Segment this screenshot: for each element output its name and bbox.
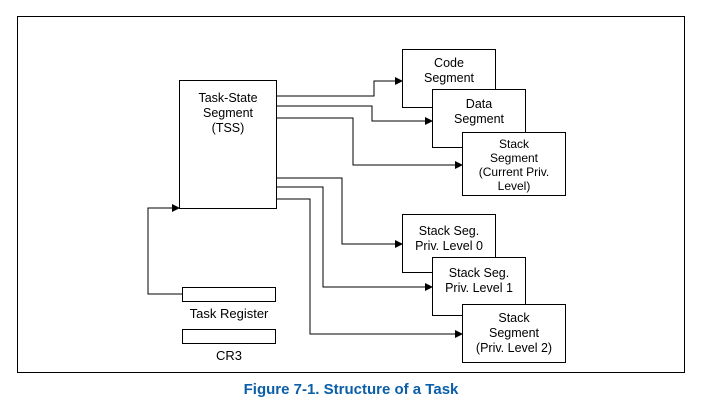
arrow-to-stack-pl0 [276, 177, 403, 248]
data-segment-line2: Segment [453, 112, 505, 126]
stack-pl0-line1: Stack Seg. [418, 224, 480, 238]
arrow-to-code-segment [276, 77, 403, 97]
stack-segment-current-box: Stack Segment (Current Priv. Level) [462, 132, 566, 196]
tss-label-line1: Task-State [198, 91, 258, 105]
stack-pl2-line1: Stack [498, 311, 530, 325]
stack-pl0-line2: Priv. Level 0 [415, 239, 483, 253]
code-segment-line1: Code [434, 56, 464, 70]
tss-box: Task-State Segment (TSS) [179, 80, 277, 209]
stack-current-line3: (Current Priv. [478, 165, 550, 179]
arrow-task-register-to-tss [147, 204, 182, 295]
code-segment-line2: Segment [423, 71, 475, 85]
arrow-to-data-segment [276, 105, 433, 125]
stack-pl1-line1: Stack Seg. [448, 266, 510, 280]
data-segment-line1: Data [465, 97, 493, 111]
diagram-frame [17, 16, 685, 373]
cr3-label: CR3 [215, 348, 242, 363]
arrow-to-stack-pl2 [276, 198, 463, 338]
stack-segment-pl2-box: Stack Segment (Priv. Level 2) [462, 304, 566, 363]
arrow-to-stack-current [276, 117, 463, 169]
stack-pl1-line2: Priv. Level 1 [445, 281, 513, 295]
tss-label-line2: Segment [202, 106, 254, 120]
stack-current-line1: Stack [498, 137, 529, 151]
stack-pl2-line3: (Priv. Level 2) [475, 341, 553, 355]
task-register-label: Task Register [189, 306, 269, 321]
cr3-box [182, 329, 276, 344]
arrow-to-stack-pl1 [276, 186, 433, 291]
stack-current-line2: Segment [489, 151, 539, 165]
task-register-box [182, 287, 276, 302]
figure-caption: Figure 7-1. Structure of a Task [243, 381, 459, 398]
stack-pl2-line2: Segment [488, 326, 540, 340]
tss-label-line3: (TSS) [211, 121, 245, 135]
stack-current-line4: Level) [497, 179, 531, 193]
